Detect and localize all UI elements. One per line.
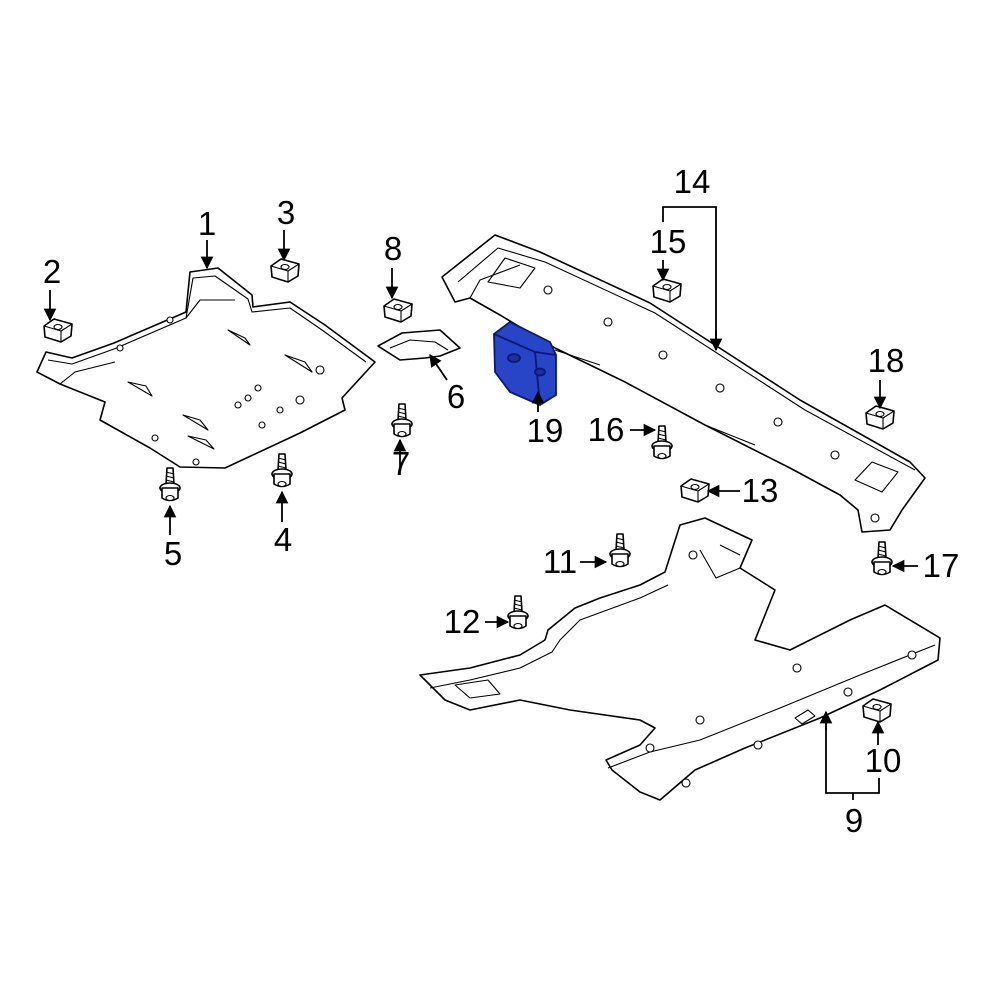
leader-lines <box>43 206 918 800</box>
callout-19: 19 <box>527 412 564 449</box>
callout-5: 5 <box>164 535 182 572</box>
front-underbody-shield <box>36 267 376 469</box>
callout-9: 9 <box>845 802 863 839</box>
callout-7: 7 <box>392 445 410 482</box>
callout-14: 14 <box>674 163 711 200</box>
callout-6: 6 <box>447 378 465 415</box>
callout-16: 16 <box>588 411 625 448</box>
callout-3: 3 <box>277 194 295 231</box>
clip-18-icon <box>865 405 895 430</box>
bolt-4-icon <box>271 453 293 488</box>
bracket <box>377 329 461 361</box>
callout-10: 10 <box>865 742 902 779</box>
clip-3-icon <box>270 258 300 283</box>
callout-17: 17 <box>923 547 960 584</box>
callout-18: 18 <box>868 342 905 379</box>
callout-2: 2 <box>43 253 61 290</box>
bolt-7-icon <box>391 403 413 438</box>
callout-11: 11 <box>543 543 577 580</box>
callout-15: 15 <box>650 223 687 260</box>
bolt-17-icon <box>871 541 893 576</box>
clip-10-icon <box>862 698 892 723</box>
callout-13: 13 <box>742 472 779 509</box>
bolt-12-icon <box>507 595 529 630</box>
bolt-5-icon <box>159 467 181 502</box>
callout-labels: 1 2 3 4 5 6 7 8 9 10 11 12 13 14 15 16 1… <box>43 163 960 839</box>
side-rail-shield <box>441 234 926 533</box>
bolt-11-icon <box>609 533 631 568</box>
rear-underbody-shield <box>419 517 941 801</box>
clip-2-icon <box>43 318 73 343</box>
clip-8-icon <box>383 298 413 323</box>
callout-8: 8 <box>384 230 402 267</box>
highlight-shape <box>493 321 557 406</box>
clip-13-icon <box>680 478 710 503</box>
callout-12: 12 <box>444 603 481 640</box>
clip-15-icon <box>652 278 682 303</box>
callout-4: 4 <box>274 521 292 558</box>
callout-1: 1 <box>198 205 216 242</box>
